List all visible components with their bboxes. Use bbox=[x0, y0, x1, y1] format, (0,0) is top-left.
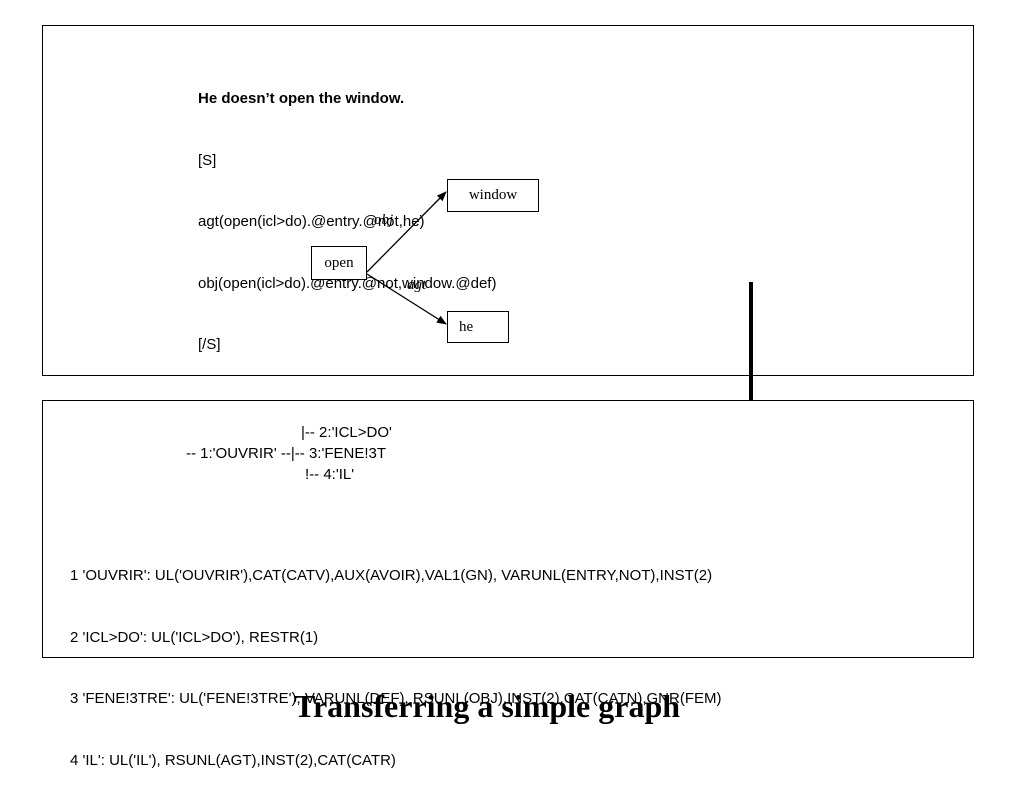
unl-relation-line: agt(open(icl>do).@entry.@not,he) bbox=[198, 213, 425, 230]
unl-open-tag: [S] bbox=[198, 151, 217, 169]
unl-expression: He doesn’t open the window. [S] agt(open… bbox=[198, 48, 496, 397]
unl-graph-panel: He doesn’t open the window. [S] agt(open… bbox=[42, 25, 974, 376]
node-decoration-line: 1 'OUVRIR': UL('OUVRIR'),CAT(CATV),AUX(A… bbox=[70, 567, 713, 584]
tree-line: -- 1:'OUVRIR' --|-- 3:'FENE!3T bbox=[186, 445, 386, 462]
tree-line: |-- 2:'ICL>DO' bbox=[301, 424, 392, 441]
sentence-headline: He doesn’t open the window. bbox=[198, 90, 405, 107]
node-he: he bbox=[447, 311, 509, 343]
node-open: open bbox=[311, 246, 367, 280]
slide-title: Transferring a simple graph bbox=[293, 688, 681, 724]
tree-line: !-- 4:'IL' bbox=[305, 466, 355, 483]
node-decoration-line: 3 'FENE!3TRE': UL('FENE!3TRE'), VARUNL(D… bbox=[70, 690, 722, 707]
relation-label-agt: agt bbox=[407, 277, 427, 293]
node-decoration-line: 4 'IL': UL('IL'), RSUNL(AGT),INST(2),CAT… bbox=[70, 751, 396, 769]
unl-close-tag: [/S] bbox=[198, 336, 221, 353]
transfer-result-panel: |-- 2:'ICL>DO' -- 1:'OUVRIR' --|-- 3:'FE… bbox=[42, 400, 974, 769]
node-decoration-line: 2 'ICL>DO': UL('ICL>DO'), RESTR(1) bbox=[70, 628, 319, 646]
node-window: window bbox=[447, 179, 539, 212]
node-decoration-list: 1 'OUVRIR': UL('OUVRIR'),CAT(CATV),AUX(A… bbox=[70, 525, 721, 812]
relation-label-obj: obj bbox=[374, 212, 394, 228]
